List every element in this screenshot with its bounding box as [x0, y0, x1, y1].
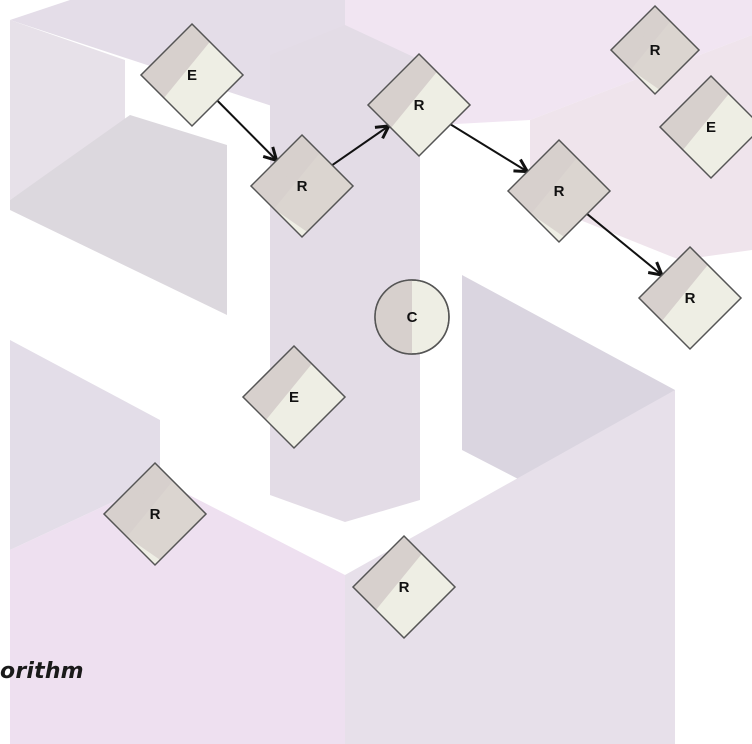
node-outline [366, 52, 472, 158]
node-shape [660, 76, 752, 178]
node-n5[interactable]: R [637, 245, 743, 351]
logo-face [10, 480, 345, 744]
node-shade [639, 247, 708, 321]
node-shade [243, 346, 312, 420]
node-n11[interactable]: R [351, 534, 457, 640]
node-label: E [289, 389, 299, 406]
node-shade [273, 135, 353, 232]
arrow-head [374, 124, 392, 140]
node-outline [139, 22, 245, 128]
section-heading: orithm [0, 659, 84, 684]
edge-line [586, 213, 663, 276]
node-n1[interactable]: E [139, 22, 245, 128]
node-n6[interactable]: R [609, 4, 701, 96]
logo-bottom-band [10, 340, 675, 744]
node-n9[interactable]: E [241, 344, 347, 450]
node-shade [660, 76, 729, 150]
node-outline [249, 133, 355, 239]
edge-line [331, 125, 390, 166]
node-n10[interactable]: R [102, 461, 208, 567]
node-outline [609, 4, 701, 96]
edge-n4-n5 [586, 213, 665, 278]
node-label: E [187, 67, 197, 84]
edge-n3-n4 [450, 123, 531, 174]
node-outline [374, 279, 450, 355]
nodes-layer: E R R R R R E C E R R [102, 4, 752, 640]
node-n2[interactable]: R [249, 133, 355, 239]
edge-line [216, 99, 278, 162]
edge-n1-n2 [216, 99, 279, 163]
node-n7[interactable]: E [658, 74, 752, 180]
node-shade [368, 54, 437, 128]
node-n3[interactable]: R [366, 52, 472, 158]
node-shade [353, 536, 422, 610]
arrow-head [513, 158, 531, 174]
node-label: R [150, 506, 161, 523]
node-shade [141, 24, 210, 98]
node-n8[interactable]: C [374, 279, 450, 355]
node-outline [102, 461, 208, 567]
node-shade [530, 140, 610, 237]
node-label: R [685, 290, 696, 307]
node-label: R [297, 178, 308, 195]
logo-left-wall [10, 20, 227, 315]
edge-n2-n3 [331, 124, 392, 166]
logo-face [10, 20, 125, 200]
node-outline [506, 138, 612, 244]
node-label: R [650, 42, 661, 59]
node-label: E [706, 119, 716, 136]
logo-face [345, 390, 675, 744]
node-label: R [399, 579, 410, 596]
logo-face [10, 115, 227, 315]
node-outline [241, 344, 347, 450]
node-label: R [414, 97, 425, 114]
node-outline [637, 245, 743, 351]
edges-layer [216, 99, 665, 278]
node-label: R [554, 183, 565, 200]
node-outline [658, 74, 752, 180]
node-n4[interactable]: R [506, 138, 612, 244]
edge-line [450, 123, 528, 173]
node-shade [375, 280, 412, 354]
node-label: C [407, 309, 418, 326]
node-outline [351, 534, 457, 640]
node-shade [630, 6, 699, 90]
node-shade [126, 463, 206, 560]
